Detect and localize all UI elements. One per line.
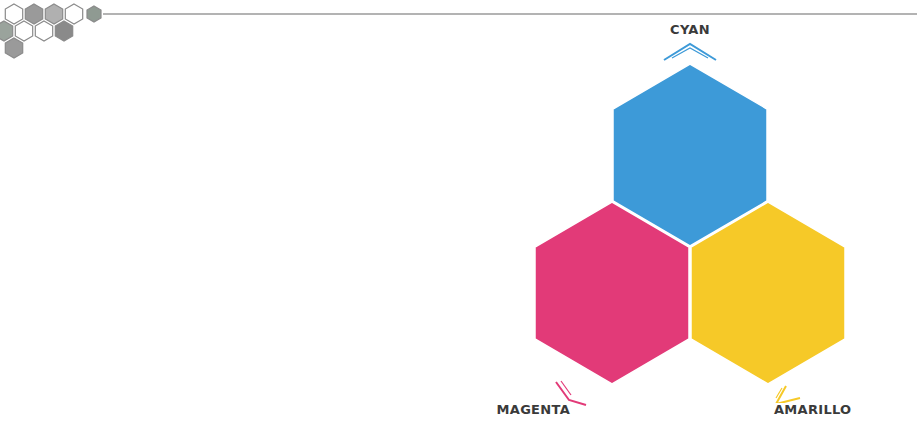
color-hexagon: AMARILLO [690,201,846,385]
hex-ornament [0,4,101,58]
color-hexagon: MAGENTA [534,201,690,385]
color-label: MAGENTA [495,403,572,417]
hexagon-shape [690,201,846,385]
hexagon-shape [534,201,690,385]
header-rule [103,13,917,15]
color-label: AMARILLO [772,403,853,417]
color-label: CYAN [668,23,712,37]
